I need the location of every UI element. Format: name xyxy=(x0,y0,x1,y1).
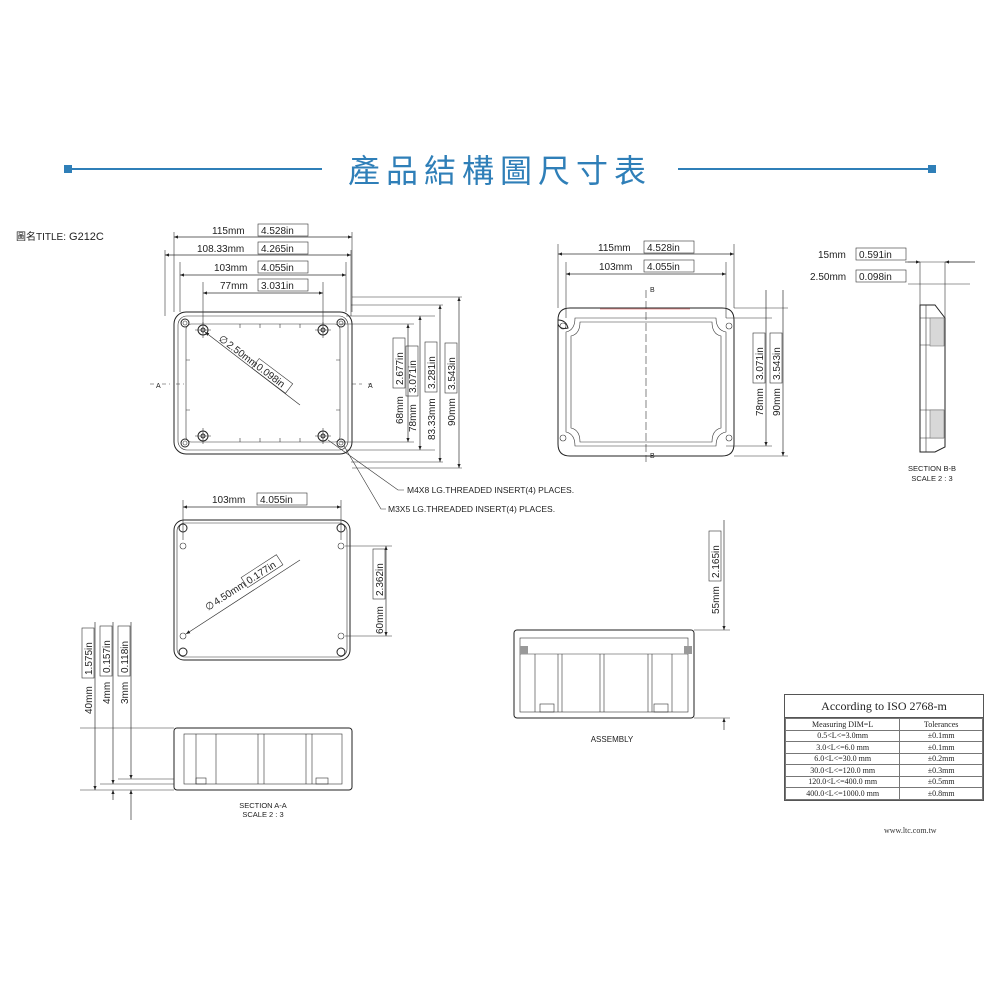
top-view: A A 115mm 4.528in 108.33mm 4.265in 103mm… xyxy=(150,223,574,514)
tolerance-header-row: Measuring DIM=L Tolerances xyxy=(784,718,983,731)
header-right-rule xyxy=(678,168,928,170)
lid-dim-90: 90mm xyxy=(772,388,783,416)
note-m4-insert: M4X8 LG.THREADED INSERT(4) PLACES. xyxy=(407,485,574,495)
section-a-dim-3-in: 0.118in xyxy=(120,641,131,673)
tolerance-title: According to ISO 2768-m xyxy=(785,695,983,718)
assembly-view: 55mm 2.165in ASSEMBLY xyxy=(513,520,730,744)
header-left-marker xyxy=(64,165,72,173)
top-dia-250-in: 0.098in xyxy=(254,362,287,391)
note-m3-insert: M3X5 LG.THREADED INSERT(4) PLACES. xyxy=(388,504,555,514)
top-dim-8333: 83.33mm xyxy=(427,398,438,440)
section-a-dim-4: 4mm xyxy=(102,682,113,704)
table-row: 6.0<L<=30.0 mm±0.2mm xyxy=(784,752,983,765)
top-dim-78-in: 3.071in xyxy=(408,360,419,393)
lid-dim-78: 78mm xyxy=(755,388,766,416)
lid-dim-115-in: 4.528in xyxy=(647,243,680,254)
bottom-dim-60-in: 2.362in xyxy=(375,563,386,596)
table-row: 0.5<L<=3.0mm±0.1mm xyxy=(784,729,983,742)
top-dim-77: 77mm xyxy=(220,281,248,292)
section-aa-scale: SCALE 2 : 3 xyxy=(242,810,283,819)
table-row: 30.0<L<=120.0 mm±0.3mm xyxy=(784,764,983,777)
header-right-marker xyxy=(928,165,936,173)
section-b-dim-15: 15mm xyxy=(818,250,846,261)
section-a-dim-3: 3mm xyxy=(120,682,131,704)
top-dim-115: 115mm xyxy=(212,226,245,237)
bottom-dia-450: 4.50mm xyxy=(212,579,248,608)
section-aa-caption: SECTION A-A xyxy=(239,801,287,810)
top-dim-108-in: 4.265in xyxy=(261,244,294,255)
threaded-inserts xyxy=(195,322,331,444)
top-dim-68-in: 2.677in xyxy=(395,352,406,385)
tolerance-grid: Measuring DIM=L Tolerances 0.5<L<=3.0mm±… xyxy=(784,718,983,800)
page-title: 產品結構圖尺寸表 xyxy=(347,152,652,190)
section-aa-view: 40mm 1.575in 4mm 0.157in 3mm 0.118in SEC… xyxy=(80,622,353,820)
bottom-dim-103: 103mm xyxy=(212,495,245,506)
section-b-dim-250: 2.50mm xyxy=(810,272,846,283)
lid-dim-78-in: 3.071in xyxy=(755,347,766,380)
top-dim-77-in: 3.031in xyxy=(261,281,294,292)
tolerance-value: ±0.3mm xyxy=(899,764,983,777)
drawing-title: 圖名TITLE:G212C xyxy=(16,228,104,243)
tolerance-col-measuring: Measuring DIM=L xyxy=(784,718,901,731)
table-row: 3.0<L<=6.0 mm±0.1mm xyxy=(784,741,983,754)
tolerance-value: ±0.1mm xyxy=(899,741,983,754)
section-b-top-label: B xyxy=(650,287,655,294)
bottom-dia-450-in: 0.177in xyxy=(245,560,279,587)
tolerance-range: 30.0<L<=120.0 mm xyxy=(784,764,901,777)
section-bb-caption: SECTION B-B xyxy=(908,464,956,473)
top-dim-8333-in: 3.281in xyxy=(427,356,438,389)
section-a-dim-4-in: 0.157in xyxy=(102,640,113,673)
tolerance-value: ±0.5mm xyxy=(899,775,983,788)
section-a-dim-40: 40mm xyxy=(84,686,95,714)
table-row: 120.0<L<=400.0 mm±0.5mm xyxy=(784,775,983,788)
assembly-dim-55-in: 2.165in xyxy=(711,545,722,578)
tolerance-col-tolerances: Tolerances xyxy=(899,718,983,731)
top-dim-68: 68mm xyxy=(395,396,406,424)
lid-dim-103-in: 4.055in xyxy=(647,262,680,273)
section-b-dim-250-in: 0.098in xyxy=(859,272,892,283)
section-a-dim-40-in: 1.575in xyxy=(84,642,95,675)
assembly-dim-55: 55mm xyxy=(711,586,722,614)
top-dim-78: 78mm xyxy=(408,404,419,432)
assembly-caption: ASSEMBLY xyxy=(591,735,634,744)
top-dim-115-in: 4.528in xyxy=(261,226,294,237)
header-left-rule xyxy=(72,168,322,170)
lid-dim-103: 103mm xyxy=(599,262,632,273)
top-dim-103: 103mm xyxy=(214,263,247,274)
top-dim-90-in: 3.543in xyxy=(447,357,458,390)
tolerance-table: According to ISO 2768-m Measuring DIM=L … xyxy=(784,694,984,801)
top-dim-103-in: 4.055in xyxy=(261,263,294,274)
tolerance-range: 120.0<L<=400.0 mm xyxy=(784,775,901,788)
section-b-bottom-label: B xyxy=(650,453,655,460)
tolerance-range: 400.0<L<=1000.0 mm xyxy=(784,787,901,800)
footer-url: www.ltc.com.tw xyxy=(884,826,937,835)
section-a-right-label: A xyxy=(368,383,373,390)
tolerance-value: ±0.1mm xyxy=(899,729,983,742)
drawing-code: G212C xyxy=(69,231,104,243)
corner-holes xyxy=(180,318,346,448)
table-row: 400.0<L<=1000.0 mm±0.8mm xyxy=(784,787,983,800)
section-a-left-label: A xyxy=(156,383,161,390)
tolerance-range: 0.5<L<=3.0mm xyxy=(784,729,901,742)
bottom-view: 103mm 4.055in ∅ 4.50mm 0.177in 60mm 2.36… xyxy=(173,492,392,661)
tolerance-value: ±0.2mm xyxy=(899,752,983,765)
tolerance-range: 6.0<L<=30.0 mm xyxy=(784,752,901,765)
tolerance-range: 3.0<L<=6.0 mm xyxy=(784,741,901,754)
bottom-dim-103-in: 4.055in xyxy=(260,495,293,506)
top-dim-108: 108.33mm xyxy=(197,244,244,255)
lid-dim-115: 115mm xyxy=(598,243,631,254)
bottom-dim-60: 60mm xyxy=(375,606,386,634)
drawing-title-label: 圖名TITLE: xyxy=(16,232,67,243)
lid-dim-90-in: 3.543in xyxy=(772,347,783,380)
section-bb-scale: SCALE 2 : 3 xyxy=(911,474,952,483)
section-bb-view: 15mm 0.591in 2.50mm 0.098in SECTION B-B … xyxy=(810,247,975,483)
top-dia-250: 2.50mm xyxy=(224,340,259,371)
lid-view: B B 115mm 4.528in 103mm 4.055in 78mm 3.0… xyxy=(557,240,788,462)
tolerance-value: ±0.8mm xyxy=(899,787,983,800)
top-dim-90: 90mm xyxy=(447,398,458,426)
section-b-dim-15-in: 0.591in xyxy=(859,250,892,261)
